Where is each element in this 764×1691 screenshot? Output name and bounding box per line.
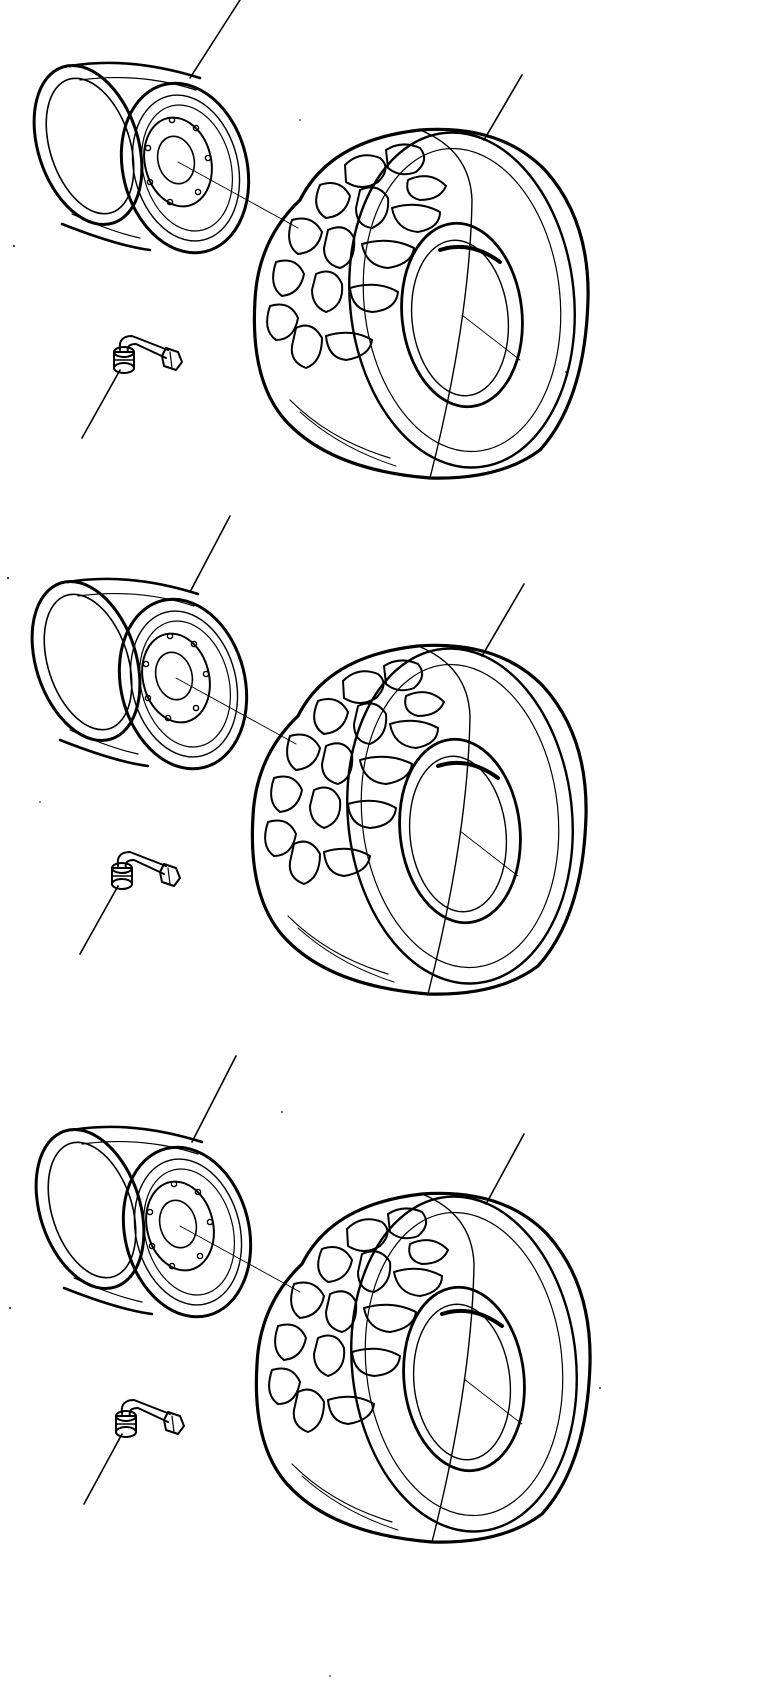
assembly-axis-line bbox=[177, 161, 299, 229]
tyre-icon bbox=[252, 74, 593, 481]
rim-callout-line bbox=[191, 1055, 237, 1143]
rim-callout-line bbox=[189, 0, 241, 79]
valve-callout-line bbox=[81, 369, 121, 439]
wheel-assembly-2 bbox=[11, 515, 591, 997]
valve-callout-line bbox=[83, 1433, 123, 1505]
valve-stem-icon bbox=[81, 335, 183, 439]
tyre-icon bbox=[250, 583, 591, 997]
scan-specks bbox=[7, 119, 601, 1677]
tyre-axis-line bbox=[461, 314, 521, 361]
tyre-callout-line bbox=[481, 583, 525, 657]
wheel-assembly-1 bbox=[13, 0, 593, 481]
wheel-rim-icon bbox=[13, 0, 268, 268]
wheel-rim-icon bbox=[15, 1055, 270, 1332]
tyre-axis-line bbox=[459, 830, 519, 877]
valve-callout-line bbox=[79, 885, 119, 955]
tyre-callout-line bbox=[483, 74, 523, 141]
wheel-assembly-3 bbox=[15, 1055, 595, 1545]
rim-callout-line bbox=[189, 515, 231, 593]
valve-stem-icon bbox=[83, 1399, 185, 1505]
assembly-axis-line bbox=[175, 677, 297, 745]
valve-stem-icon bbox=[79, 851, 181, 955]
assembly-axis-line bbox=[179, 1225, 301, 1293]
tyre-callout-line bbox=[485, 1133, 525, 1205]
wheel-rim-icon bbox=[11, 515, 266, 784]
tyre-icon bbox=[254, 1133, 595, 1545]
tyre-axis-line bbox=[463, 1378, 523, 1425]
